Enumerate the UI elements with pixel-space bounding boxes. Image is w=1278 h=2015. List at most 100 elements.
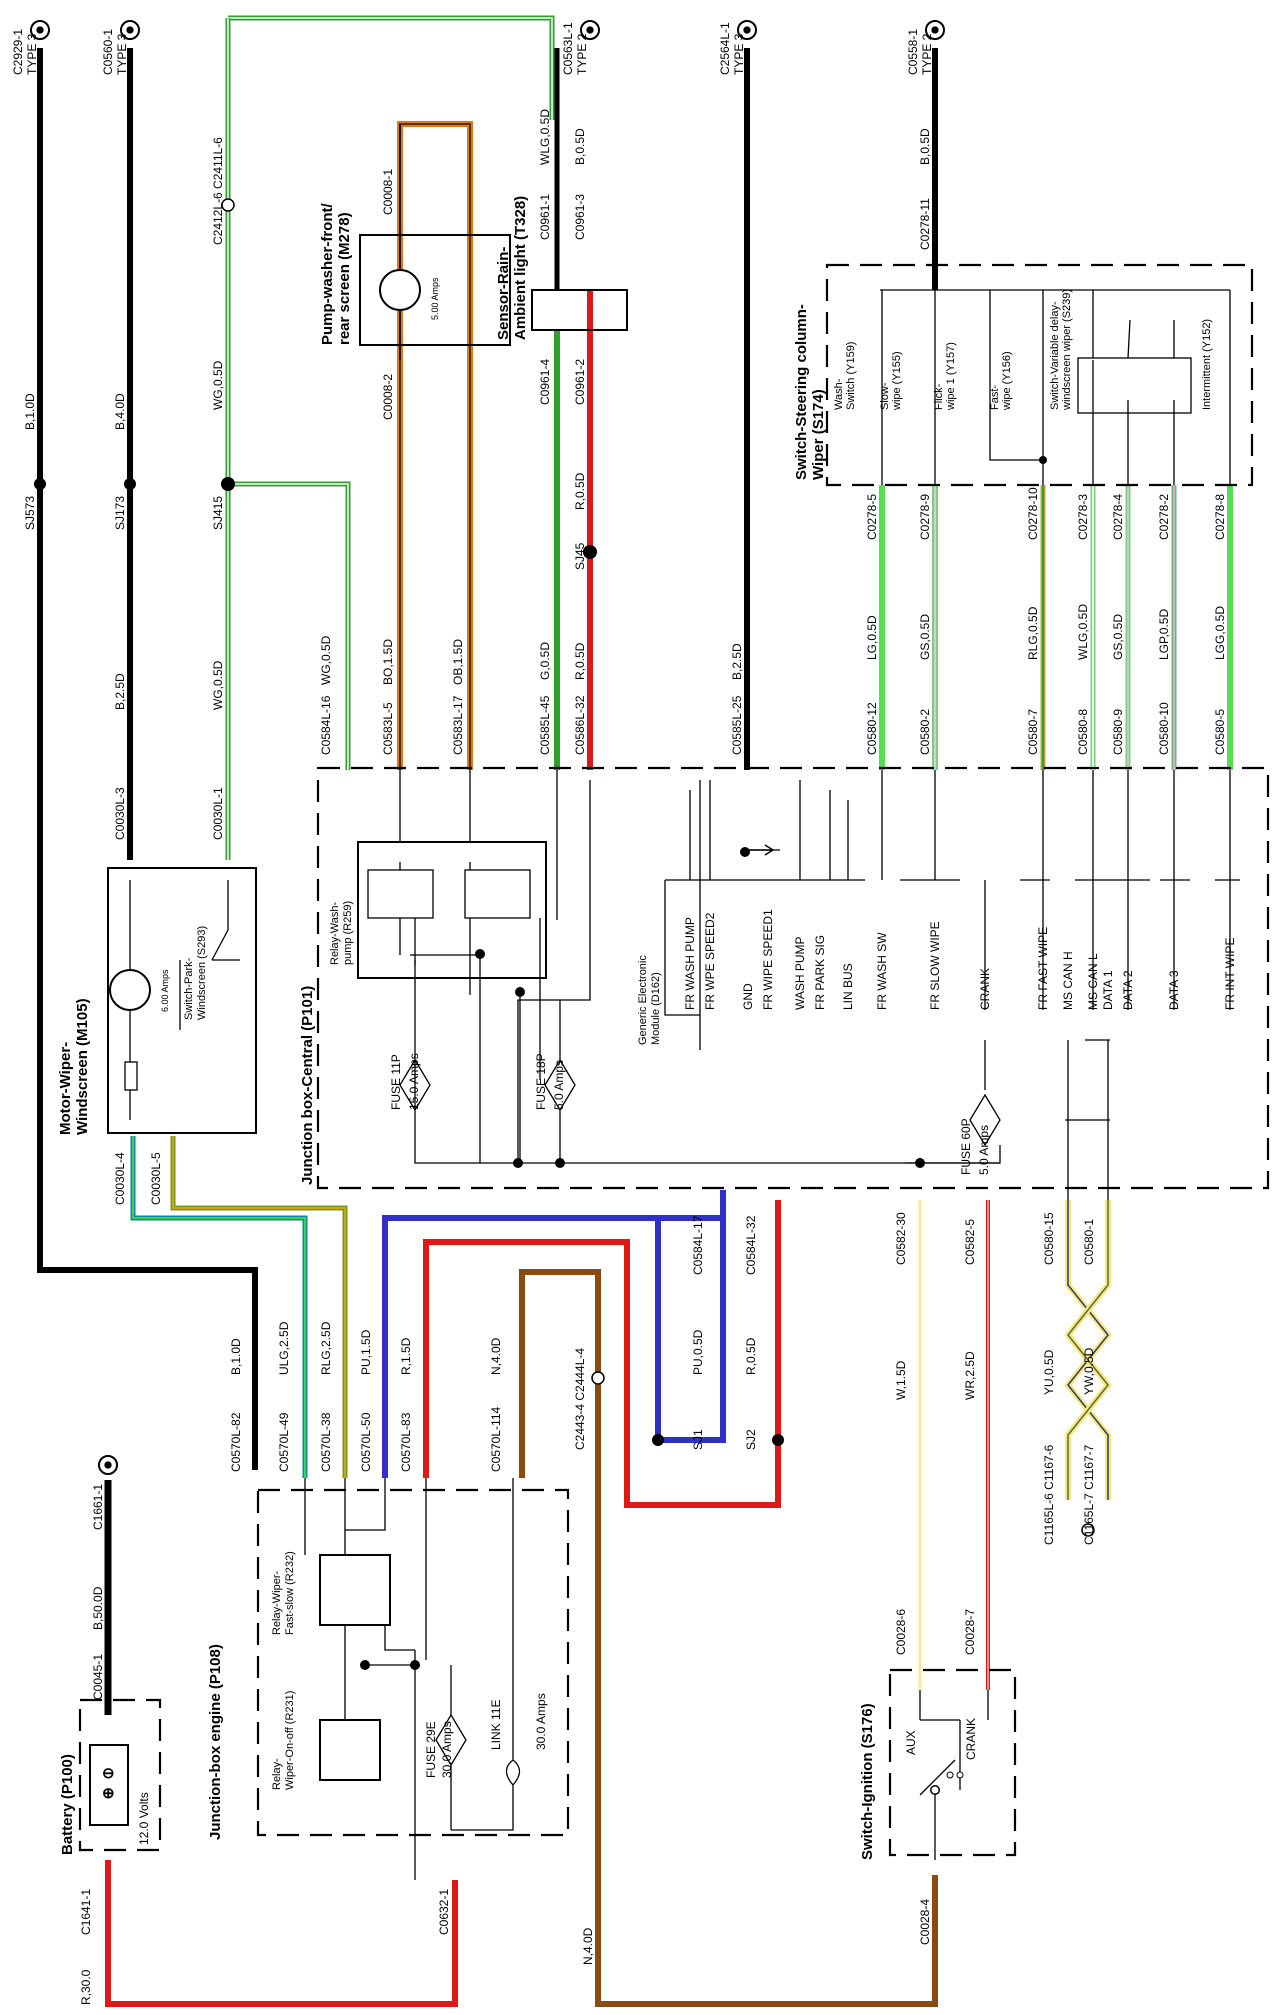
gem-signal-11: MS CAN H [1061, 951, 1075, 1010]
pump-title-2: rear screen (M278) [336, 212, 353, 345]
steering-switch-box [825, 263, 1254, 487]
relay-wash-2: pump (R259) [342, 901, 354, 965]
battery-pin-top: C0045-1 [91, 1654, 105, 1700]
label-w15d: W,1.5D [894, 1360, 908, 1400]
wire-n40d [519, 1269, 938, 2007]
gem-signal-6: LIN BUS [841, 963, 855, 1010]
label-b10d: B,1.0D [23, 393, 37, 430]
label-c0961-1: C0961-1 [538, 194, 552, 240]
engine-pin-4-wire: R,1.5D [399, 1337, 413, 1375]
connector-c2929-id: C2929-1 [11, 29, 25, 75]
splice-sj45 [583, 545, 597, 559]
relay-fast-1: Relay-Wiper- [271, 1570, 283, 1635]
connector-c2929-type: TYPE 3 [25, 33, 39, 75]
engine-pin-4: C0570L-83 [399, 1412, 413, 1472]
gem-pin-1: C0580-2 [918, 709, 932, 755]
terminal-c0558 [925, 20, 945, 40]
label-c0584l-32: C0584L-32 [744, 1215, 758, 1275]
label-c0580-15: C0580-15 [1042, 1212, 1056, 1265]
jb-central-box [316, 766, 1270, 1200]
label-c0961-3: C0961-3 [573, 194, 587, 240]
top-terminals [30, 20, 945, 1475]
sub-switch-0-line1: Wash- [833, 378, 845, 410]
connector-c0560-type: TYPE 3 [115, 33, 129, 75]
label-sj573: SJ573 [23, 496, 37, 530]
label-r300: R,30.0 [79, 1969, 93, 2005]
ignition-title: Switch-Ignition (S176) [859, 1703, 876, 1860]
label-c0278-11: C0278-11 [918, 198, 932, 250]
rain-sensor-title-1: Sensor-Rain- [495, 247, 512, 340]
sub-switch-5-line1: Intermittent (Y152) [1201, 319, 1213, 410]
battery-box: ⊕ ⊖ [78, 1698, 162, 1852]
gem-signal-10: FR FAST WIPE [1036, 927, 1050, 1010]
gem-signal-3: FR WIPE SPEED1 [761, 909, 775, 1010]
battery-title: Battery (P100) [59, 1754, 76, 1855]
sub-switch-1-line2: wipe (Y155) [891, 351, 903, 411]
gem-pin-6-wire: LGG,0.5D [1213, 606, 1227, 660]
inline-connectors [221, 198, 1095, 1537]
label-sj2: SJ2 [744, 1429, 758, 1450]
wire-r300 [105, 1860, 458, 2007]
gem-signal-12: MS CAN L [1086, 953, 1100, 1010]
relay-fast-2: Fast-slow (R232) [284, 1551, 296, 1635]
ignition-crank: CRANK [964, 1718, 978, 1760]
gem-signal-14: DATA 2 [1121, 970, 1135, 1010]
label-c1165l-7: C1165L-7 C1167-7 [1082, 1444, 1096, 1545]
motor-title-1: Motor-Wiper- [57, 1042, 74, 1135]
gem-pin-1-wire: GS,0.5D [918, 614, 932, 660]
battery-terminal: C1661-1 [91, 1484, 105, 1530]
sub-switch-4-line2: windscreen wiper (S239) [1061, 289, 1073, 411]
terminal-c2564l [737, 20, 757, 40]
engine-pin-2-wire: RLG,2.5D [319, 1321, 333, 1375]
label-sj1: SJ1 [691, 1429, 705, 1450]
sub-switch-0-line2: Switch (Y159) [845, 342, 857, 410]
engine-pin-2: C0570L-38 [319, 1412, 333, 1472]
steering-pin-5: C0278-2 [1157, 494, 1171, 540]
connector-c0563l-type: TYPE 2 [575, 33, 589, 75]
gem-pin-5-wire: LGP,0.5D [1157, 609, 1171, 660]
label-b05d-c0278: B,0.5D [918, 128, 932, 165]
gem-pin-0-wire: LG,0.5D [865, 615, 879, 660]
label-c0584l-16: C0584L-16 [319, 695, 333, 755]
gem-signal-5: FR PARK SIG [813, 935, 827, 1010]
label-r05d-a: R,0.5D [573, 472, 587, 510]
label-c2443: C2443-4 C2444L-4 [573, 1348, 587, 1450]
connector-c2564l-type: TYPE 3 [732, 33, 746, 75]
label-sj173: SJ173 [113, 496, 127, 530]
steering-pin-6: C0278-8 [1213, 494, 1227, 540]
sub-switch-3-line2: wipe (Y156) [1001, 351, 1013, 411]
label-c0585l-45: C0585L-45 [538, 695, 552, 755]
label-wg05d-c: WG,0.5D [319, 635, 333, 685]
rain-sensor-box [531, 289, 628, 331]
jb-central-title: Junction box-Central (P101) [299, 986, 316, 1185]
fuse-29e-name: FUSE 29E [424, 1721, 438, 1778]
gem-pin-5: C0580-10 [1157, 702, 1171, 755]
battery-plus-icon: ⊕ [102, 1785, 115, 1802]
link-11e-amps: 30.0 Amps [534, 1693, 548, 1750]
pump-pin-top: C0008-1 [381, 169, 395, 215]
splice-sj2 [772, 1434, 784, 1446]
label-c0028-7: C0028-7 [963, 1609, 977, 1655]
label-c0632-1: C0632-1 [437, 1889, 451, 1935]
battery-pin-bottom: C1641-1 [79, 1889, 93, 1935]
label-c0030l-3: C0030L-3 [113, 787, 127, 840]
gem-pin-0: C0580-12 [865, 702, 879, 755]
gem-signal-8: FR SLOW WIPE [928, 921, 942, 1010]
gem-title-2: Module (D162) [650, 972, 662, 1045]
label-r05d-c: R,0.5D [744, 1337, 758, 1375]
gem-signal-16: FR INT WIPE [1223, 938, 1237, 1010]
engine-pin-3-wire: PU,1.5D [359, 1329, 373, 1375]
terminal-c0560 [120, 20, 140, 40]
motor-pin-c0030l-5: C0030L-5 [149, 1152, 163, 1205]
sub-switch-2-line2: wipe 1 (Y157) [945, 342, 957, 411]
gem-signal-4: WASH PUMP [793, 936, 807, 1010]
gem-signal-7: FR WASH SW [875, 932, 889, 1010]
label-pu05d: PU,0.5D [691, 1329, 705, 1375]
ignition-aux: AUX [904, 1730, 918, 1755]
gem-pin-4: C0580-9 [1111, 709, 1125, 755]
fuse-60p-name: FUSE 60P [959, 1118, 973, 1175]
gem-signal-1: FR WPE SPEED2 [703, 912, 717, 1010]
battery-volts: 12.0 Volts [137, 1792, 151, 1845]
